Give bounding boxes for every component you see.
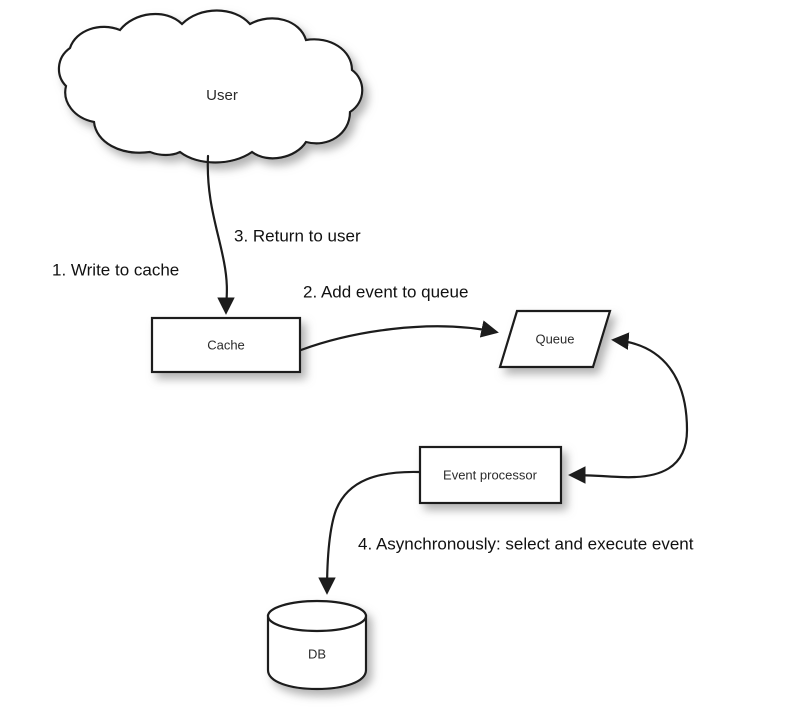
- step-label-3: 3. Return to user: [234, 226, 361, 245]
- node-user-label: User: [206, 87, 238, 104]
- cache-shape: [150, 316, 302, 374]
- node-user[interactable]: User: [57, 9, 364, 164]
- edge-processor-to-db: [318, 470, 421, 595]
- node-db-label: DB: [308, 646, 326, 661]
- db-top-shape: [266, 599, 368, 633]
- node-db[interactable]: DB: [266, 599, 368, 691]
- node-event-processor-label: Event processor: [443, 467, 538, 482]
- node-queue[interactable]: Queue: [498, 309, 612, 369]
- step-label-1: 1. Write to cache: [52, 260, 179, 279]
- cloud-shape: [57, 9, 364, 164]
- step-label-2: 2. Add event to queue: [303, 282, 468, 301]
- edge-cache-to-queue: [299, 320, 499, 352]
- db-body-shape: [266, 614, 368, 691]
- edge-queue-processor-loop: [568, 332, 689, 484]
- step-label-4: 4. Asynchronously: select and execute ev…: [358, 534, 694, 553]
- node-cache-label: Cache: [207, 337, 245, 352]
- node-event-processor[interactable]: Event processor: [418, 445, 563, 505]
- event-processor-shape: [418, 445, 563, 505]
- edge-user-to-cache: [206, 154, 235, 315]
- node-queue-label: Queue: [535, 331, 574, 346]
- node-cache[interactable]: Cache: [150, 316, 302, 374]
